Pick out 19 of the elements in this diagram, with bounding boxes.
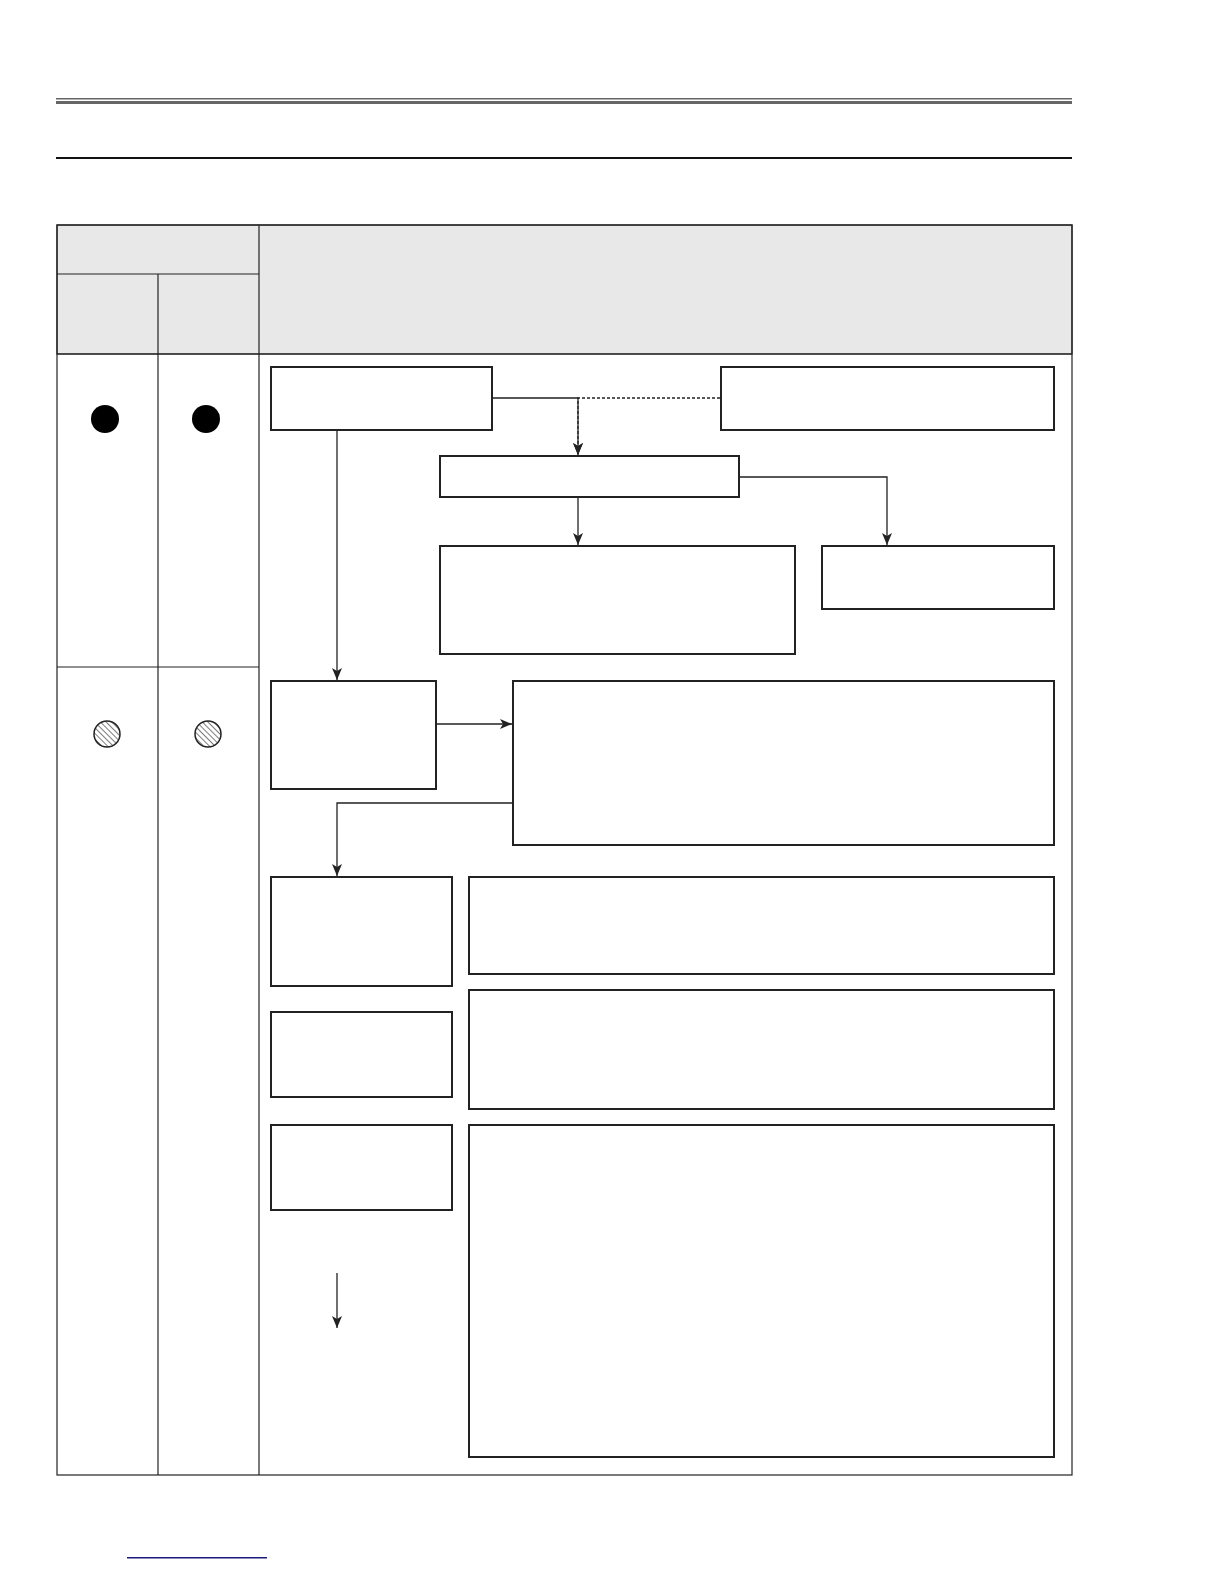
process-box	[270, 680, 437, 790]
process-box	[468, 876, 1055, 975]
process-box	[468, 1124, 1055, 1458]
process-box	[720, 366, 1055, 431]
arrow	[332, 430, 342, 681]
arrow	[436, 719, 513, 729]
process-box	[270, 1011, 453, 1098]
process-box	[270, 1124, 453, 1211]
process-box	[270, 876, 453, 987]
arrow	[332, 802, 513, 877]
process-box	[468, 989, 1055, 1110]
process-box	[439, 545, 796, 655]
process-box	[270, 366, 493, 431]
process-box	[512, 680, 1055, 846]
arrow	[492, 397, 583, 456]
arrow	[739, 476, 892, 546]
arrow	[573, 497, 583, 546]
process-box	[821, 545, 1055, 610]
process-box	[439, 455, 740, 498]
